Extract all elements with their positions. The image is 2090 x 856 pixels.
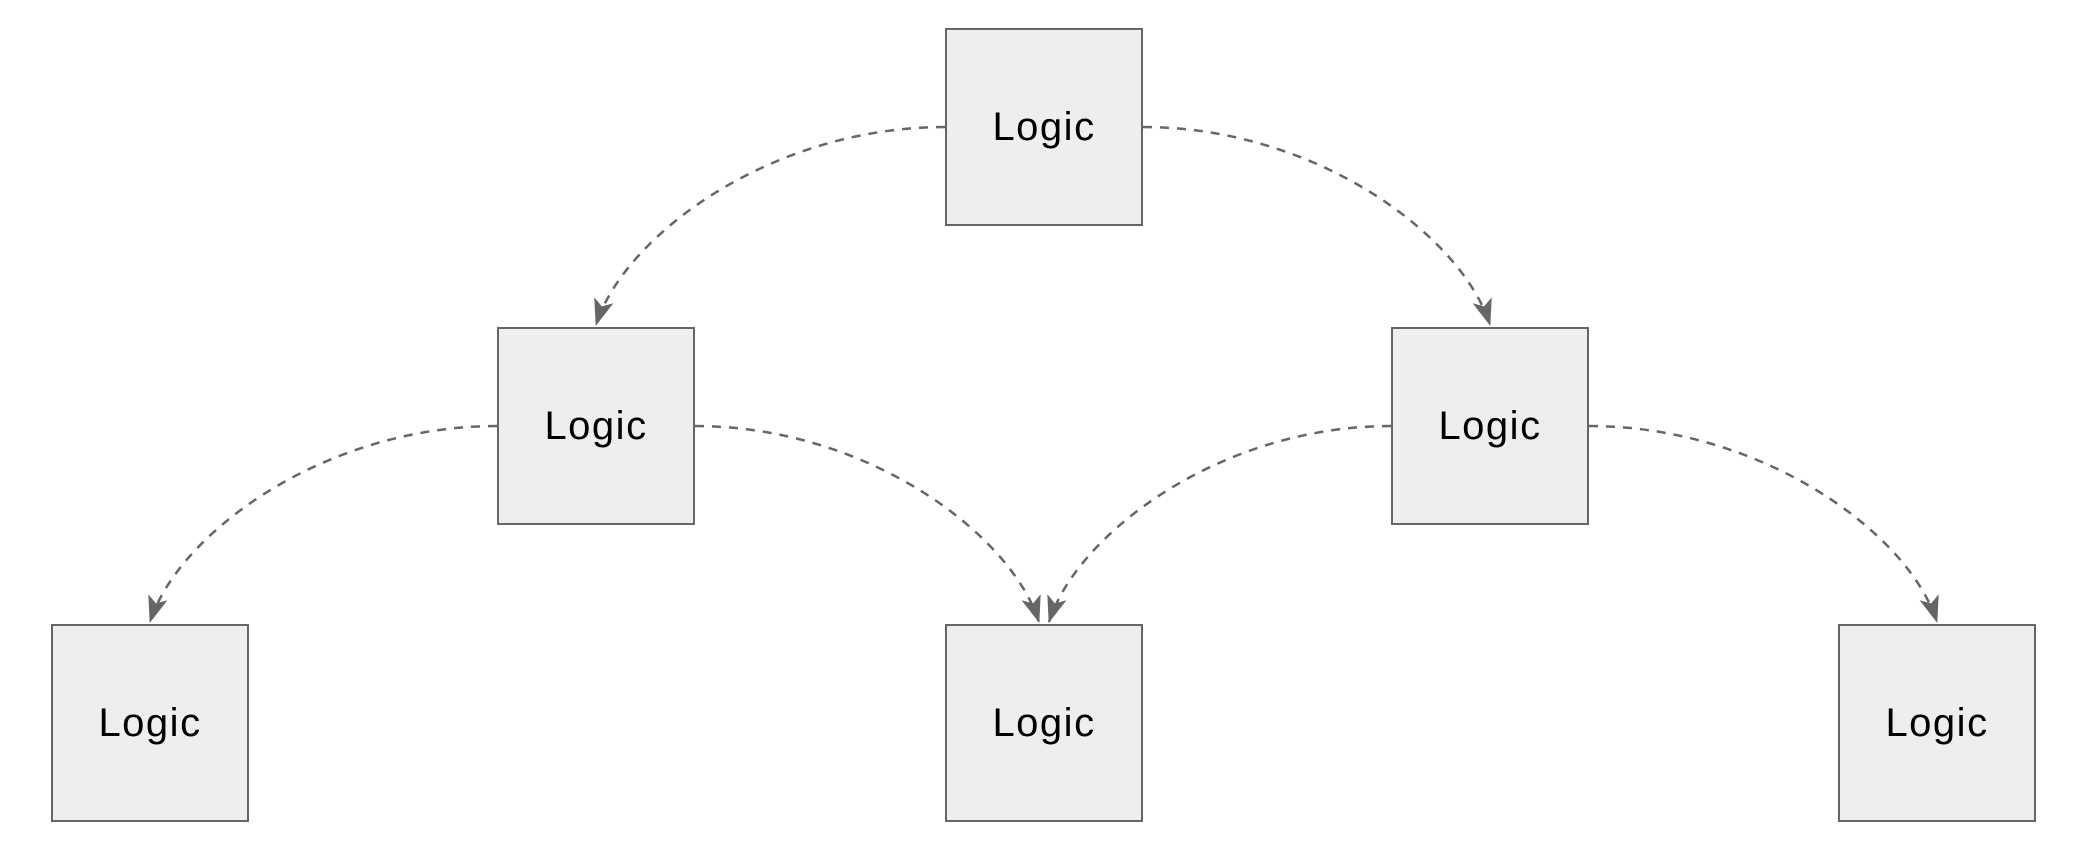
node-label: Logic (1885, 700, 1989, 745)
logic-node-bottom-center[interactable]: Logic (945, 624, 1143, 822)
edge-mid-left-to-bottom-left (148, 424, 498, 623)
edge-root-to-mid-left (594, 125, 946, 326)
edge-mid-right-to-bottom-center (1047, 424, 1392, 623)
node-label: Logic (992, 104, 1096, 149)
node-label: Logic (544, 403, 648, 448)
logic-node-mid-right[interactable]: Logic (1391, 327, 1589, 525)
edge-mid-left-to-bottom-center (694, 424, 1041, 623)
logic-node-mid-left[interactable]: Logic (497, 327, 695, 525)
logic-node-root[interactable]: Logic (945, 28, 1143, 226)
node-label: Logic (992, 700, 1096, 745)
edge-mid-right-to-bottom-right (1588, 424, 1939, 623)
node-label: Logic (98, 700, 202, 745)
logic-node-bottom-right[interactable]: Logic (1838, 624, 2036, 822)
edge-root-to-mid-right (1142, 125, 1492, 326)
node-label: Logic (1438, 403, 1542, 448)
logic-node-bottom-left[interactable]: Logic (51, 624, 249, 822)
